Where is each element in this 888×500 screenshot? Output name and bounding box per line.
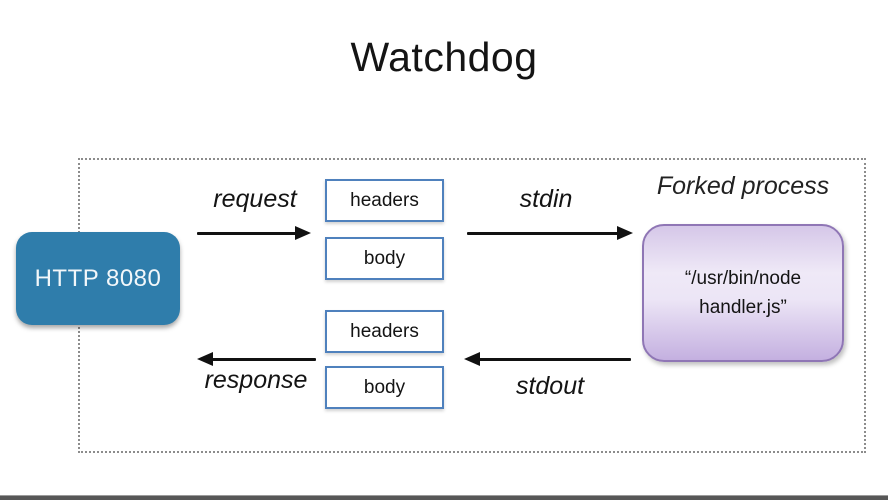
request-arrow bbox=[197, 226, 311, 240]
arrow-head bbox=[295, 226, 311, 240]
forked-command-line1: “/usr/bin/node bbox=[684, 268, 802, 289]
response-arrow bbox=[197, 352, 316, 366]
arrow-shaft bbox=[477, 358, 631, 361]
request-headers-label: headers bbox=[350, 189, 419, 211]
bottom-edge-bar bbox=[0, 495, 888, 500]
arrow-shaft bbox=[210, 358, 316, 361]
http-server-node: HTTP 8080 bbox=[16, 232, 180, 325]
response-label: response bbox=[204, 366, 308, 394]
arrow-head bbox=[197, 352, 213, 366]
request-body-label: body bbox=[363, 247, 406, 269]
response-headers-box: headers bbox=[325, 310, 444, 353]
request-body-box: body bbox=[325, 237, 444, 280]
response-headers-label: headers bbox=[350, 320, 419, 342]
forked-process-title: Forked process bbox=[656, 172, 830, 200]
arrow-shaft bbox=[197, 232, 298, 235]
response-body-box: body bbox=[325, 366, 444, 409]
arrow-head bbox=[464, 352, 480, 366]
stdout-label: stdout bbox=[515, 372, 585, 400]
forked-process-node: “/usr/bin/node handler.js” bbox=[642, 224, 844, 362]
arrow-head bbox=[617, 226, 633, 240]
request-label: request bbox=[213, 185, 297, 213]
arrow-shaft bbox=[467, 232, 620, 235]
http-server-label: HTTP 8080 bbox=[34, 264, 162, 292]
response-body-label: body bbox=[363, 376, 406, 398]
stdin-label: stdin bbox=[519, 185, 573, 213]
stdin-arrow bbox=[467, 226, 633, 240]
request-headers-box: headers bbox=[325, 179, 444, 222]
forked-command-line2: handler.js” bbox=[699, 297, 787, 318]
slide-title: Watchdog bbox=[350, 34, 538, 80]
stdout-arrow bbox=[464, 352, 631, 366]
